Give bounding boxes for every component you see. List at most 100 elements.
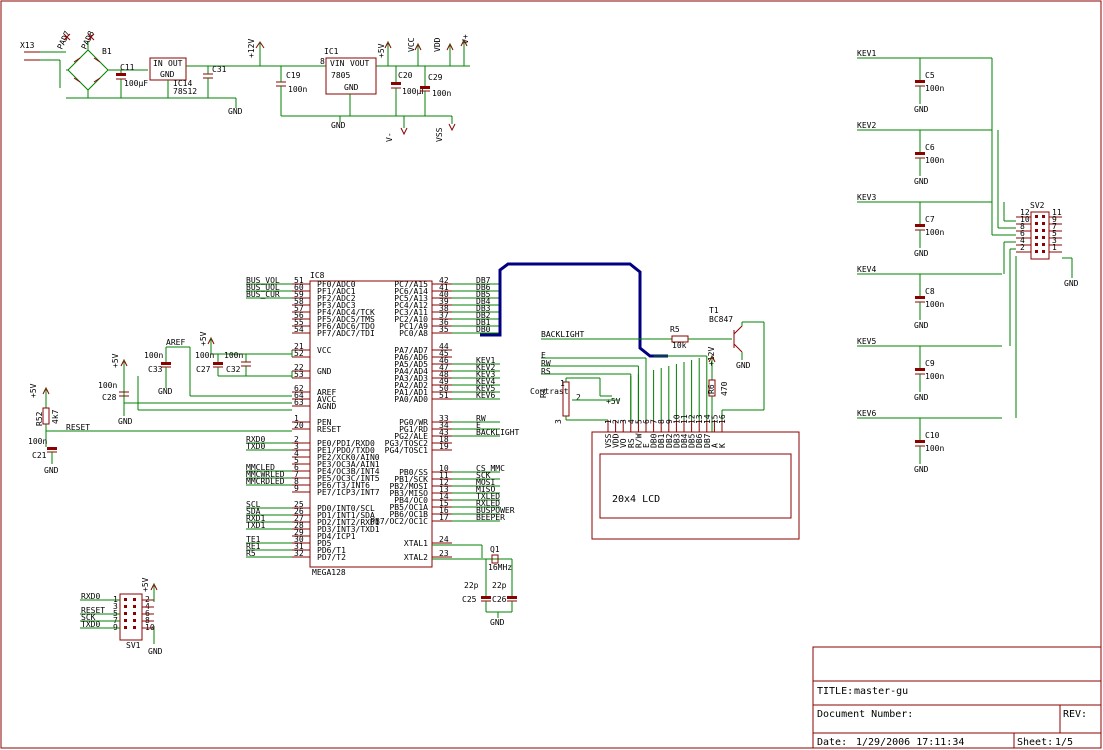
t1-value: BC847	[709, 315, 733, 324]
mcu-pin-label: XTAL1	[404, 539, 428, 548]
mcu-net-label: DB5	[476, 290, 491, 299]
mcu-pin-label: PE3/OC3A/AIN1	[317, 460, 380, 469]
mcu-pin-label: PA4/AD4	[394, 367, 428, 376]
c26-value: 22p	[492, 581, 507, 590]
r52-value: 4k7	[51, 409, 60, 424]
x13-label: X13	[20, 41, 35, 50]
c33-label: C33	[148, 365, 163, 374]
mcu-pin-num: 8	[294, 477, 299, 486]
title-value: master-gu	[854, 686, 908, 697]
gnd-label-xtal: GND	[490, 618, 505, 627]
mcu-net-label: DB7	[476, 276, 491, 285]
p5v-mcu-label: +5V	[199, 331, 208, 346]
mcu-net-label: DB4	[476, 297, 491, 306]
sv2-pin-num: 1	[1052, 243, 1057, 252]
mcu-pin-num: 12	[439, 478, 449, 487]
mcu-pin-label: PB0/SS	[399, 468, 428, 477]
isp-net-label: TXD0	[81, 620, 100, 629]
mcu-pin-num: 7	[294, 470, 299, 479]
gnd-label-key: GND	[914, 105, 929, 114]
mcu-net-label: SCL	[246, 500, 261, 509]
lcd-pin-name: DB7	[703, 433, 712, 448]
p5v-pot-label: +5V	[606, 397, 621, 406]
ic1-vout: VOUT	[350, 59, 369, 68]
c19-value: 100n	[288, 85, 307, 94]
mcu-pin-num: 9	[294, 484, 299, 493]
sv2-body	[1030, 211, 1050, 260]
mcu-pin-label: PG4/TOSC1	[385, 446, 429, 455]
c31-label: C31	[212, 65, 227, 74]
c29-value: 100n	[432, 89, 451, 98]
sv2-pin-num: 2	[1020, 243, 1025, 252]
mcu-pin-num: 64	[294, 391, 304, 400]
mcu-pin-num: 62	[294, 384, 304, 393]
mcu-net-label: RXD0	[246, 435, 265, 444]
mcu-net-label: BUS_VOL	[246, 276, 280, 285]
mcu-pin-num: 58	[294, 297, 304, 306]
mcu-net-label: DB3	[476, 304, 491, 313]
mcu-pin-label: PD6/T1	[317, 546, 346, 555]
p5v-avcc-label: +5V	[111, 353, 120, 368]
mcu-pin-num: 33	[439, 414, 449, 423]
ic14-gnd: GND	[160, 70, 175, 79]
mcu-pin-num: 24	[439, 535, 449, 544]
ic1-body	[325, 57, 377, 95]
mcu-pin-label: PA7/AD7	[394, 346, 428, 355]
mcu-net-label: SCK	[476, 471, 491, 480]
isp-net-label: SCK	[81, 613, 96, 622]
mcu-pin-label: PB2/MOSI	[389, 482, 428, 491]
mcu-pin-label: PF0/ADC0	[317, 280, 356, 289]
document-number-label: Document Number:	[817, 709, 913, 720]
mcu-pin-num: 22	[294, 363, 304, 372]
mcu-pin-label: PG3/TOSC2	[385, 439, 429, 448]
sv2-pin-num: 10	[1020, 215, 1030, 224]
lcd-pin-num: 12	[688, 414, 697, 424]
mcu-pin-label: AREF	[317, 388, 336, 397]
lcd-label: 20x4 LCD	[612, 494, 660, 505]
key-net-label: KEV2	[857, 121, 876, 130]
lcd-window	[599, 453, 792, 519]
vss-label: VSS	[435, 127, 444, 142]
e-net-label: E	[541, 351, 546, 360]
key-cap-label: C6	[925, 143, 935, 152]
lcd-pins: VSS1VDD2VO3RS4R/W5E6DB07DB18DB29DB310DB4…	[604, 414, 727, 448]
mcu-pin-label: PG2/ALE	[394, 432, 428, 441]
isp-net-label: RESET	[81, 606, 105, 615]
gnd-label-key: GND	[914, 465, 929, 474]
sheet-value: 1/5	[1055, 737, 1073, 748]
mcu-pin-label: VCC	[317, 346, 332, 355]
mcu-pin-num: 30	[294, 535, 304, 544]
mcu-pin-label: PC6/A14	[394, 287, 428, 296]
lcd-pin-name: VO	[619, 438, 628, 448]
isp-pin-num: 3	[113, 602, 118, 611]
mcu-net-label: KEV2	[476, 363, 495, 372]
mcu-pin-label: PA6/AD6	[394, 353, 428, 362]
c27-value: 100n	[195, 351, 214, 360]
lcd-pin-num: 3	[619, 419, 628, 424]
reset-net-label: RESET	[66, 423, 90, 432]
mcu-net-label: CS_MMC	[476, 464, 505, 473]
mcu-pin-num: 18	[439, 435, 449, 444]
mcu-pin-label: PE0/PDI/RXD0	[317, 439, 375, 448]
mcu-pin-num: 16	[439, 506, 449, 515]
mcu-pin-label: PE1/PDO/TXD0	[317, 446, 375, 455]
c33-value: 100n	[144, 351, 163, 360]
mcu-pin-num: 41	[439, 283, 449, 292]
c20-value: 100µF	[402, 87, 426, 96]
title-label: TITLE:	[817, 686, 853, 697]
lcd-pin-name: DB3	[672, 433, 681, 448]
mcu-pin-label: PF6/ADC6/TDO	[317, 322, 375, 331]
mcu-pin-num: 5	[294, 456, 299, 465]
c19-label: C19	[286, 71, 301, 80]
mcu-pin-num: 46	[439, 356, 449, 365]
mcu-pin-num: 27	[294, 514, 304, 523]
key-net-label: KEV5	[857, 337, 876, 346]
date-label: Date:	[817, 737, 847, 748]
b1-label: B1	[102, 47, 112, 56]
mcu-pin-label: GND	[317, 367, 332, 376]
c27-label: C27	[196, 365, 211, 374]
mcu-net-label: BACKLIGHT	[476, 428, 520, 437]
